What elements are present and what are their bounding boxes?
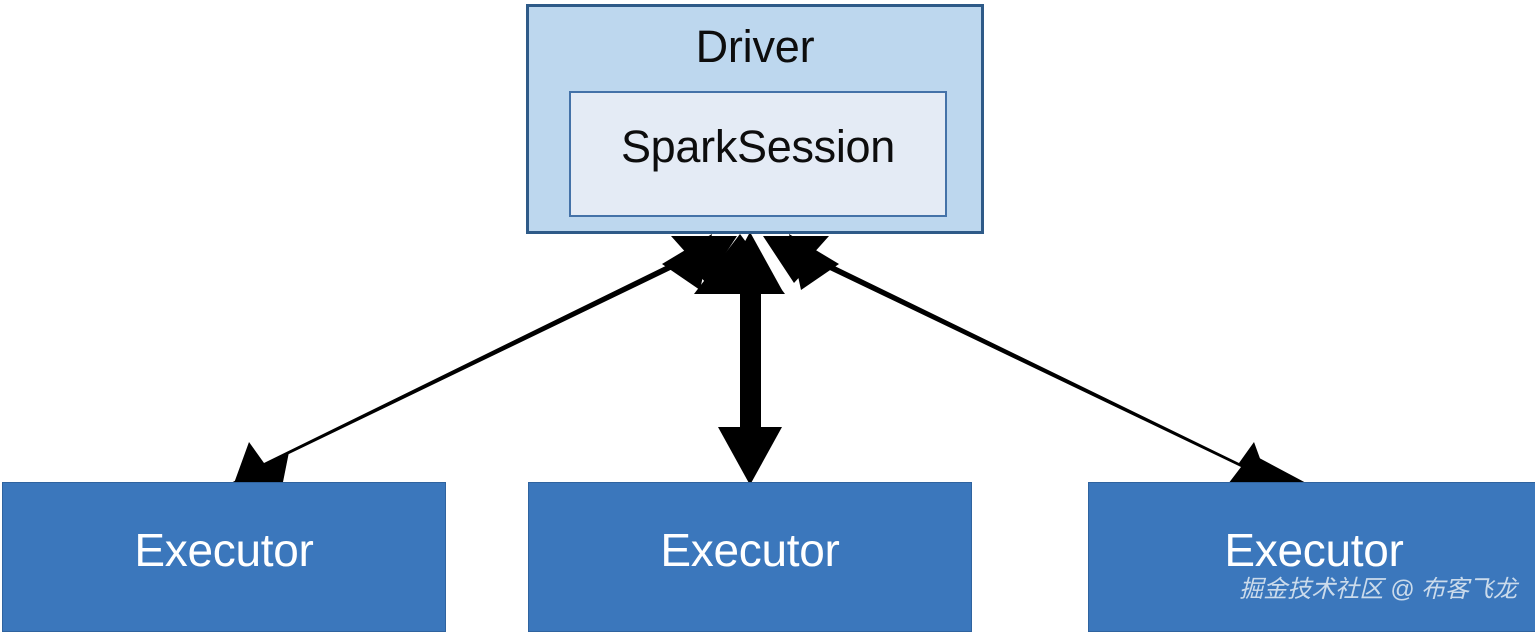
executor-node-3[interactable]: Executor 掘金技术社区 @ 布客飞龙 (1088, 482, 1535, 632)
executor-node-1[interactable]: Executor (2, 482, 446, 632)
executor-label-1: Executor (134, 524, 314, 576)
executor-label-3: Executor (1224, 524, 1404, 576)
watermark-text: 掘金技术社区 @ 布客飞龙 (1239, 576, 1517, 603)
connector-driver-to-executor-2 (718, 232, 782, 485)
arrowhead-driver-left (662, 234, 712, 290)
driver-node[interactable]: Driver SparkSession (526, 4, 984, 234)
connector-driver-to-executor-3 (763, 236, 1270, 488)
executor-label-2: Executor (660, 524, 840, 576)
connector-driver-to-executor-1 (233, 234, 785, 488)
driver-label: Driver (695, 21, 815, 72)
sparksession-label: SparkSession (620, 121, 896, 172)
sparksession-node[interactable]: SparkSession (569, 91, 947, 217)
arrowhead-driver-right (789, 234, 839, 290)
executor-node-2[interactable]: Executor (528, 482, 972, 632)
